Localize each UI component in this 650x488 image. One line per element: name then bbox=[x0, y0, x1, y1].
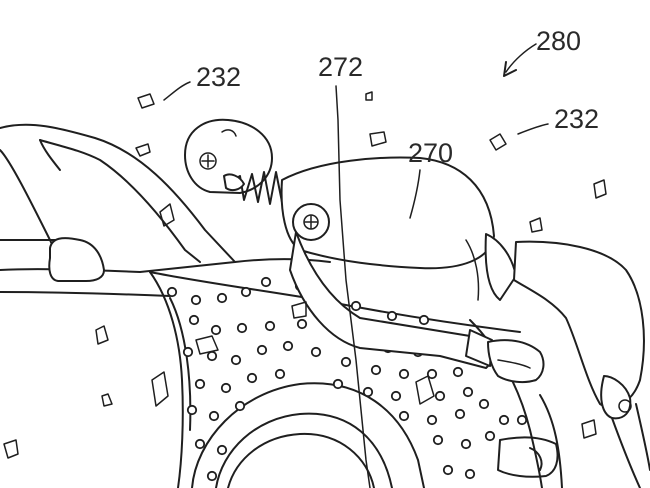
adhesive-dot bbox=[182, 346, 194, 358]
flying-particles bbox=[3, 91, 607, 459]
adhesive-dot bbox=[390, 390, 402, 402]
adhesive-dot bbox=[206, 470, 218, 482]
leader-270 bbox=[409, 169, 421, 219]
adhesive-dot bbox=[454, 408, 466, 420]
adhesive-dot bbox=[216, 444, 228, 456]
adhesive-dot bbox=[418, 314, 430, 326]
adhesive-dot bbox=[398, 410, 410, 422]
adhesive-dot bbox=[260, 276, 272, 288]
adhesive-dot bbox=[240, 286, 252, 298]
adhesive-dot bbox=[190, 294, 202, 306]
adhesive-dot bbox=[208, 410, 220, 422]
adhesive-dot bbox=[282, 340, 294, 352]
label-270: 270 bbox=[408, 138, 454, 168]
adhesive-dot bbox=[432, 434, 444, 446]
adhesive-dot bbox=[442, 464, 454, 476]
adhesive-dot bbox=[166, 286, 178, 298]
adhesive-dot bbox=[264, 320, 276, 332]
adhesive-dot bbox=[274, 368, 286, 380]
adhesive-dot bbox=[462, 386, 474, 398]
car-body bbox=[0, 123, 563, 488]
adhesive-dot bbox=[186, 404, 198, 416]
adhesive-dot bbox=[194, 378, 206, 390]
adhesive-dot bbox=[498, 414, 510, 426]
adhesive-dot bbox=[194, 438, 206, 450]
adhesive-dot bbox=[296, 318, 308, 330]
label-232-right: 232 bbox=[554, 104, 600, 134]
adhesive-dot bbox=[216, 292, 228, 304]
label-280: 280 bbox=[536, 26, 582, 56]
leader-272 bbox=[335, 85, 371, 488]
leader-232-right bbox=[517, 123, 549, 135]
adhesive-dot bbox=[460, 438, 472, 450]
adhesive-dot bbox=[370, 364, 382, 376]
adhesive-dot bbox=[426, 414, 438, 426]
adhesive-dot bbox=[310, 346, 322, 358]
pedestrian-dummy bbox=[184, 118, 650, 488]
adhesive-dot bbox=[206, 350, 218, 362]
adhesive-dot bbox=[516, 414, 528, 426]
adhesive-dot bbox=[398, 368, 410, 380]
adhesive-dot bbox=[350, 300, 362, 312]
adhesive-dot bbox=[332, 378, 344, 390]
adhesive-dot bbox=[452, 366, 464, 378]
adhesive-dot bbox=[426, 368, 438, 380]
adhesive-dot bbox=[464, 468, 476, 480]
adhesive-dot bbox=[434, 390, 446, 402]
leader-232-left bbox=[163, 81, 191, 101]
label-272: 272 bbox=[318, 52, 364, 82]
adhesive-dot bbox=[478, 398, 490, 410]
adhesive-dot bbox=[210, 324, 222, 336]
label-232-left: 232 bbox=[196, 62, 242, 92]
adhesive-dot bbox=[340, 356, 352, 368]
adhesive-dot bbox=[484, 430, 496, 442]
adhesive-dot bbox=[230, 354, 242, 366]
adhesive-dot bbox=[188, 314, 200, 326]
adhesive-dot bbox=[362, 386, 374, 398]
adhesive-dot bbox=[236, 322, 248, 334]
arrow-280 bbox=[503, 43, 537, 77]
adhesive-dot bbox=[386, 310, 398, 322]
adhesive-dot bbox=[246, 372, 258, 384]
adhesive-dot bbox=[220, 382, 232, 394]
adhesive-dot bbox=[234, 400, 246, 412]
adhesive-dot bbox=[256, 344, 268, 356]
